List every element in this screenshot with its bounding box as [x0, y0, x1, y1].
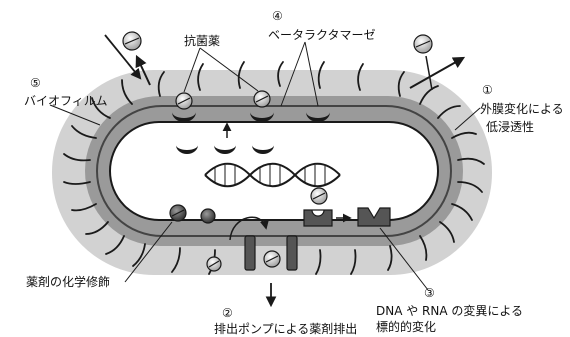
- outer-membrane-label-line2: 低浸透性: [486, 120, 534, 134]
- chemical-modification-label: 薬剤の化学修飾: [26, 275, 110, 289]
- antibiotic-pill-enzyme1: [176, 93, 192, 109]
- antibiotic-pill-target: [311, 188, 327, 204]
- cytoplasm: [110, 122, 438, 220]
- antibiotic-pill-escaping: [123, 32, 141, 50]
- antibiotic-pill-outer-membrane: [414, 35, 432, 53]
- target-label-line2: 標的的変化: [376, 320, 436, 334]
- antibiotic-label: 抗菌薬: [184, 34, 220, 48]
- target-number: ③: [424, 286, 435, 300]
- antibiotic-pill-efflux1: [207, 257, 221, 271]
- outer-membrane-label-line1: 外膜変化による: [480, 102, 564, 116]
- antibiotic-pill-modified2: [201, 209, 215, 223]
- target-label-line1: DNA や RNA の変異による: [376, 304, 523, 318]
- beta-lactamase-label: ベータラクタマーゼ: [268, 28, 376, 42]
- efflux-label: 排出ポンプによる薬剤排出: [214, 322, 357, 336]
- outer-membrane-number: ①: [482, 83, 493, 97]
- antibiotic-pill-enzyme2: [254, 91, 270, 107]
- antibiotic-pill-efflux2: [264, 251, 280, 267]
- beta-lactamase-number: ④: [272, 9, 283, 23]
- efflux-number: ②: [222, 306, 233, 320]
- biofilm-number: ⑤: [30, 76, 41, 90]
- antibiotic-pill-modified1: [170, 205, 186, 221]
- biofilm-label: バイオフィルム: [24, 94, 108, 108]
